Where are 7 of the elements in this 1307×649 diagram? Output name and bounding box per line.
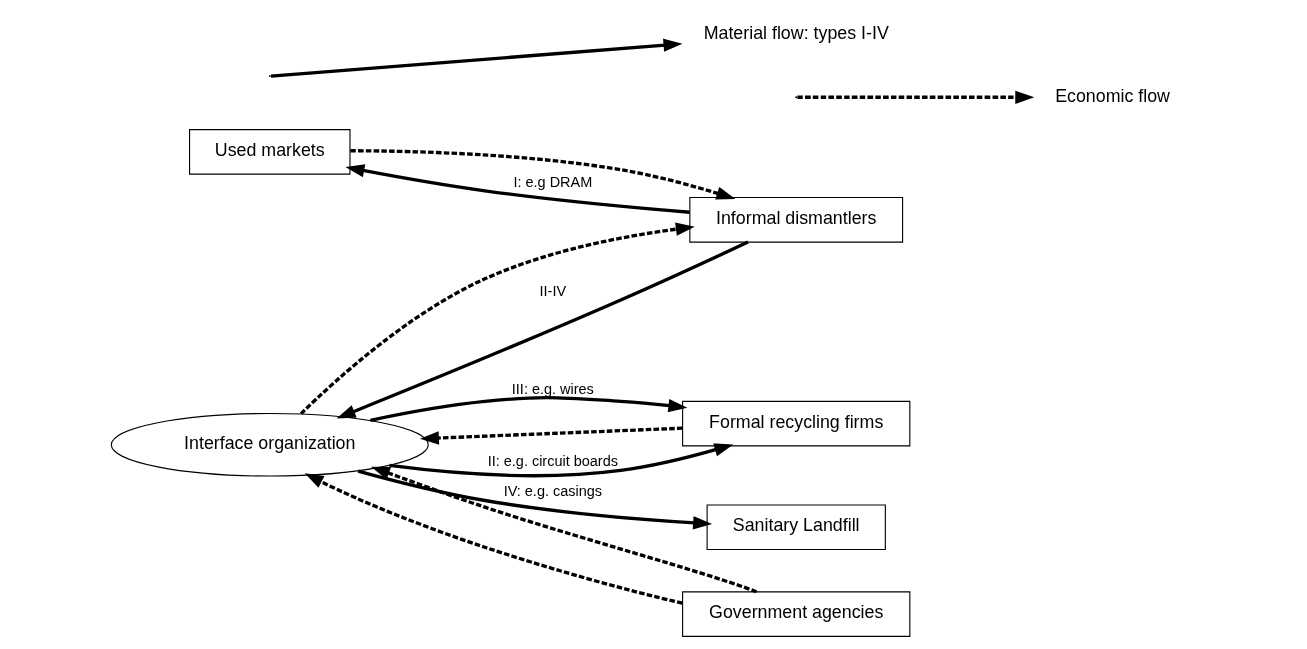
edge-label: IV: e.g. casings <box>503 483 603 500</box>
edge-label: II-IV <box>539 282 567 299</box>
edge-label: I: e.g DRAM <box>513 173 593 190</box>
legend-label: Material flow: types I-IV <box>703 23 889 44</box>
edge-label: II: e.g. circuit boards <box>487 453 618 470</box>
legend-label: Economic flow <box>1055 85 1170 106</box>
edge-label: III: e.g. wires <box>511 381 594 398</box>
